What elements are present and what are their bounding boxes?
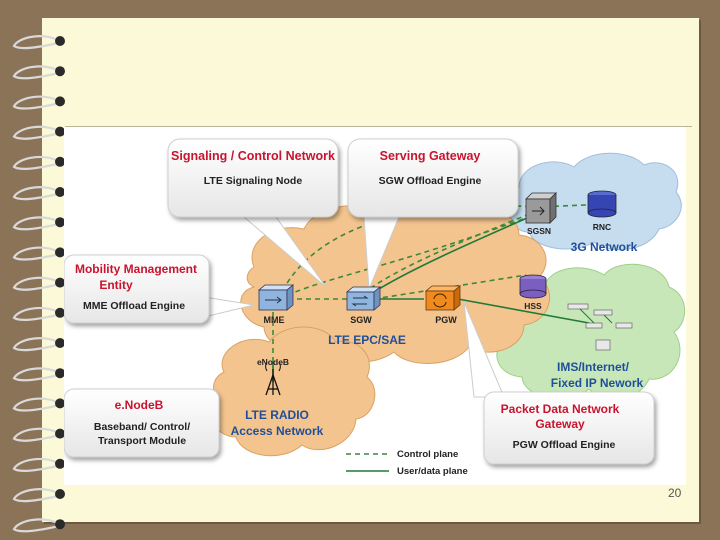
binding-hole [55,398,65,409]
3g-network-label: 3G Network [571,240,638,254]
enodeb-subtitle-line2: Transport Module [98,435,186,447]
spiral-binding [12,35,65,533]
sgsn-node-icon [525,192,557,224]
rnc-node-icon [587,190,617,218]
pgw-node-icon [424,285,462,311]
spiral-ring [12,306,59,322]
pdn-title-line1: Packet Data Network [501,402,620,416]
binding-hole [55,277,65,288]
binding-hole [55,307,65,318]
lte-epc-label: LTE EPC/SAE [328,333,406,347]
legend-user-label: User/data plane [397,466,468,477]
binding-hole [55,217,65,228]
enodeb-node-label: eNodeB [257,357,289,367]
serving-title: Serving Gateway [380,149,481,163]
spiral-ring [12,457,59,473]
spiral-ring [12,427,59,442]
enodeb-callout [64,388,220,458]
pdn-callout [483,391,655,465]
spiral-ring [12,95,59,110]
ims-label-line2: Fixed IP Nework [551,376,644,390]
signaling-title: Signaling / Control Network [171,149,335,163]
binding-hole [55,36,65,46]
spiral-ring [12,155,59,171]
sgw-label: SGW [350,315,372,325]
binding-hole [55,187,65,197]
mme-label: MME [264,315,285,325]
spiral-ring [12,216,59,231]
hss-label: HSS [524,301,542,311]
binding-hole [55,458,65,469]
mobility-callout [64,254,210,324]
binding-hole [55,66,65,77]
binding-hole [55,247,65,258]
binding-hole [55,156,65,167]
mme-node-icon [257,284,295,311]
binding-hole [55,368,65,379]
signaling-callout [167,138,339,218]
radio-label-line2: Access Network [231,424,324,438]
mobility-title-line1: Mobility Management [75,262,197,276]
legend-control-label: Control plane [397,449,458,460]
pgw-label: PGW [435,315,457,325]
binding-hole [55,519,65,530]
spiral-ring [12,518,59,533]
spiral-ring [12,337,59,352]
spiral-ring [12,65,59,80]
rnc-label: RNC [593,222,611,232]
spiral-ring [12,125,59,140]
spiral-ring [12,397,59,412]
mobility-title-line2: Entity [99,278,133,292]
serving-subtitle: SGW Offload Engine [379,175,482,187]
spiral-ring [12,367,59,382]
spiral-ring [12,186,59,201]
ims-devices-icons [567,303,633,351]
mobility-subtitle: MME Offload Engine [83,300,185,312]
binding-hole [55,126,65,137]
enodeb-antenna-icon [265,361,281,396]
binding-hole [55,489,65,499]
enodeb-title: e.NodeB [115,398,164,412]
spiral-ring [12,276,59,291]
slide-number: 20 [668,486,682,500]
hss-node-icon [519,274,547,299]
lte-network-diagram: Signaling / Control Network LTE Signalin… [64,127,686,485]
spiral-ring [12,488,59,503]
sgw-node-icon [345,286,382,311]
ims-device-links [579,308,613,324]
binding-hole [55,428,65,439]
title-divider [65,126,692,127]
enodeb-subtitle-line1: Baseband/ Control/ [94,421,190,433]
pdn-title-line2: Gateway [535,417,585,431]
binding-hole [55,338,65,348]
sgsn-label: SGSN [527,226,551,236]
binding-hole [55,96,65,107]
ims-label-line1: IMS/Internet/ [557,360,630,374]
spiral-ring [12,35,59,50]
serving-callout [347,138,519,218]
radio-label-line1: LTE RADIO [245,408,309,422]
pdn-subtitle: PGW Offload Engine [513,439,616,451]
spiral-ring [12,246,59,261]
signaling-subtitle: LTE Signaling Node [204,175,303,187]
